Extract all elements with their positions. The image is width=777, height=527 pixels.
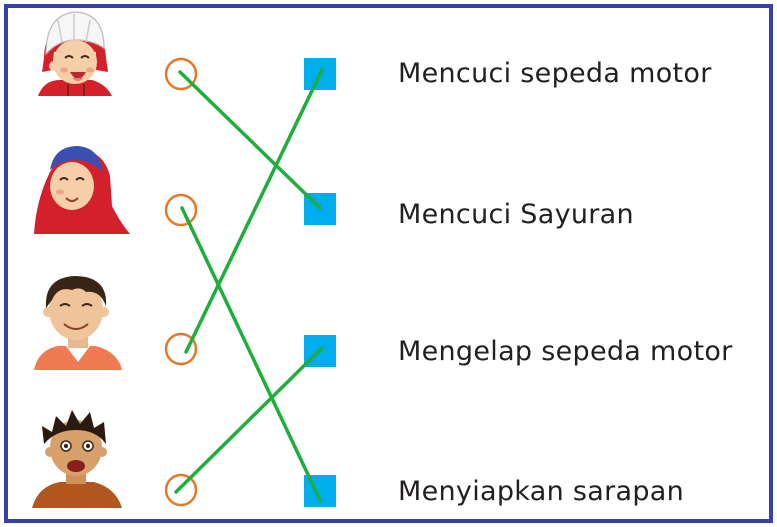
match-line-4 bbox=[174, 346, 324, 494]
match-line-2 bbox=[180, 206, 322, 502]
person-circle-4[interactable] bbox=[164, 473, 198, 507]
match-line-1 bbox=[178, 70, 322, 210]
shouting-boy-icon bbox=[32, 410, 122, 508]
worksheet-frame bbox=[4, 4, 773, 523]
girl-in-white-and-red-headscarf-icon bbox=[38, 11, 112, 96]
person-circle-1[interactable] bbox=[164, 57, 198, 91]
woman-in-blue-and-red-hijab-icon bbox=[34, 146, 130, 234]
person-circle-2[interactable] bbox=[164, 193, 198, 227]
smiling-man-icon bbox=[34, 276, 122, 370]
person-circle-3[interactable] bbox=[164, 332, 198, 366]
activity-label-mencuci-sepeda-motor: Mencuci sepeda motor bbox=[398, 58, 712, 89]
activity-label-mengelap-sepeda-motor: Mengelap sepeda motor bbox=[398, 336, 733, 367]
activity-label-mencuci-sayuran: Mencuci Sayuran bbox=[398, 199, 634, 230]
activity-label-menyiapkan-sarapan: Menyiapkan sarapan bbox=[398, 476, 685, 507]
match-line-3 bbox=[184, 68, 324, 354]
